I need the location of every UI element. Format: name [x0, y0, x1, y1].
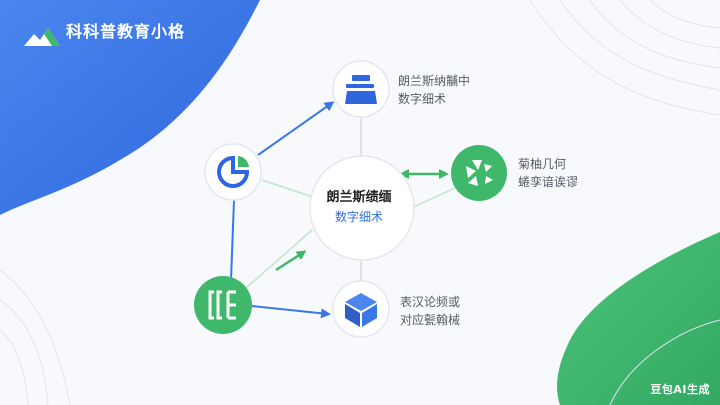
bg-green-wave: [557, 232, 720, 405]
center-node-label: 朗兰斯绩缅 数字细术: [300, 188, 418, 226]
box-icon: [345, 293, 377, 327]
briefcase-icon: [345, 75, 377, 104]
arrow-into-center: [275, 250, 307, 272]
flower-icon: [466, 160, 493, 186]
brand: 科科普教育小格: [66, 18, 185, 42]
chart-icon: [217, 155, 250, 188]
center-node-subtitle: 数字细术: [334, 210, 383, 224]
bottom-node-title: 表汉论频或: [400, 295, 461, 309]
brand-title: 科科普教育小格: [66, 22, 186, 41]
top-node: [332, 60, 390, 118]
top-node-title: 朗兰斯纳黼中: [398, 74, 471, 88]
bottom-left-node: [194, 276, 252, 334]
right-node-subtitle: 蜷孪谙诶谬: [518, 175, 579, 189]
document-icon: [208, 290, 236, 320]
arrow-bottom-left-to-top-left: [230, 199, 235, 281]
bottom-node-label: 表汉论频或 对应甏翰械: [400, 293, 460, 329]
connector-lines: [245, 117, 456, 289]
top-node-subtitle: 数字细术: [398, 92, 447, 106]
watermark: 豆包AI生成: [650, 383, 710, 396]
right-node: [451, 145, 507, 201]
right-node-label: 菊柚几何 蜷孪谙诶谬: [518, 155, 578, 191]
brand-logo-icon: [24, 28, 60, 46]
center-node: [309, 155, 415, 261]
arrow-top-left-to-top: [257, 101, 335, 156]
bottom-node-subtitle: 对应甏翰械: [400, 313, 461, 327]
arrow-bottom-left-to-bottom: [251, 305, 331, 319]
bg-blue-wave: [0, 0, 260, 215]
center-node-title: 朗兰斯绩缅: [326, 190, 392, 205]
right-node-title: 菊柚几何: [518, 157, 567, 171]
top-node-label: 朗兰斯纳黼中 数字细术: [398, 72, 470, 108]
